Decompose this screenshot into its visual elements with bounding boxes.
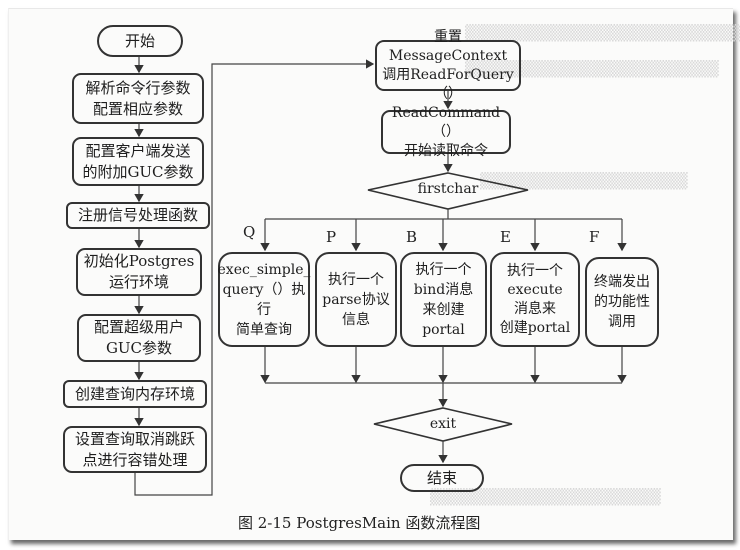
step-query-memory: 创建查询内存环境	[63, 380, 207, 408]
branch-text: 执行一个 parse协议 信息	[322, 271, 390, 328]
step-client-guc: 配置客户端发送 的附加GUC参数	[72, 137, 204, 186]
step-label: 创建查询内存环境	[74, 384, 195, 403]
branch-box-p: 执行一个 parse协议 信息	[315, 252, 397, 347]
step-label: 设置查询取消跳跃 点进行容错处理	[74, 429, 195, 469]
branch-key-q: Q	[243, 223, 256, 241]
branch-text: 执行一个 bind消息 来创建portal	[413, 261, 474, 338]
branch-key-p: P	[326, 228, 337, 246]
start-label: 开始	[124, 31, 155, 50]
book-page	[8, 8, 733, 540]
end-label: 结束	[426, 468, 457, 487]
exit-label: exit	[429, 416, 457, 432]
end-terminal: 结束	[400, 464, 484, 492]
branch-box-e: 执行一个 execute 消息来 创建portal	[490, 252, 580, 347]
step-register-signals: 注册信号处理函数	[66, 202, 210, 229]
branch-key-f: F	[589, 228, 600, 246]
branch-box-f: 终端发出 的功能性 调用	[585, 257, 659, 347]
reset-message-context: 重置MessageContext 调用ReadForQuery（）	[375, 29, 521, 102]
step-label: 注册信号处理函数	[77, 206, 198, 224]
branch-text: 执行一个 execute 消息来 创建portal	[499, 262, 571, 336]
step-label: 解析命令行参数 配置相应参数	[85, 78, 191, 118]
step-init-postgres: 初始化Postgres 运行环境	[76, 248, 202, 296]
start-terminal: 开始	[97, 25, 183, 57]
loop-connector	[134, 59, 375, 496]
step-superuser-guc: 配置超级用户 GUC参数	[77, 314, 201, 362]
branch-text: exec_simple_ query（）执行 简单查询	[217, 261, 311, 338]
firstchar-label: firstchar	[417, 181, 479, 197]
read-command-label: ReadCommand（） 开始读取命令	[391, 104, 501, 159]
read-command: ReadCommand（） 开始读取命令	[381, 105, 511, 159]
step-label: 初始化Postgres 运行环境	[83, 252, 195, 291]
figure-caption: 图 2-15 PostgresMain 函数流程图	[238, 514, 481, 532]
step-cancel-jump: 设置查询取消跳跃 点进行容错处理	[63, 426, 207, 473]
branch-box-b: 执行一个 bind消息 来创建portal	[400, 252, 487, 347]
step-label: 配置超级用户 GUC参数	[93, 318, 184, 357]
branch-key-e: E	[500, 228, 511, 246]
reset-label: 重置MessageContext 调用ReadForQuery（）	[382, 28, 514, 102]
step-label: 配置客户端发送 的附加GUC参数	[82, 141, 194, 181]
branch-key-b: B	[406, 228, 418, 246]
branch-text: 终端发出 的功能性 调用	[594, 274, 650, 330]
step-parse-args: 解析命令行参数 配置相应参数	[72, 73, 204, 124]
branch-box-q: exec_simple_ query（）执行 简单查询	[218, 252, 310, 347]
